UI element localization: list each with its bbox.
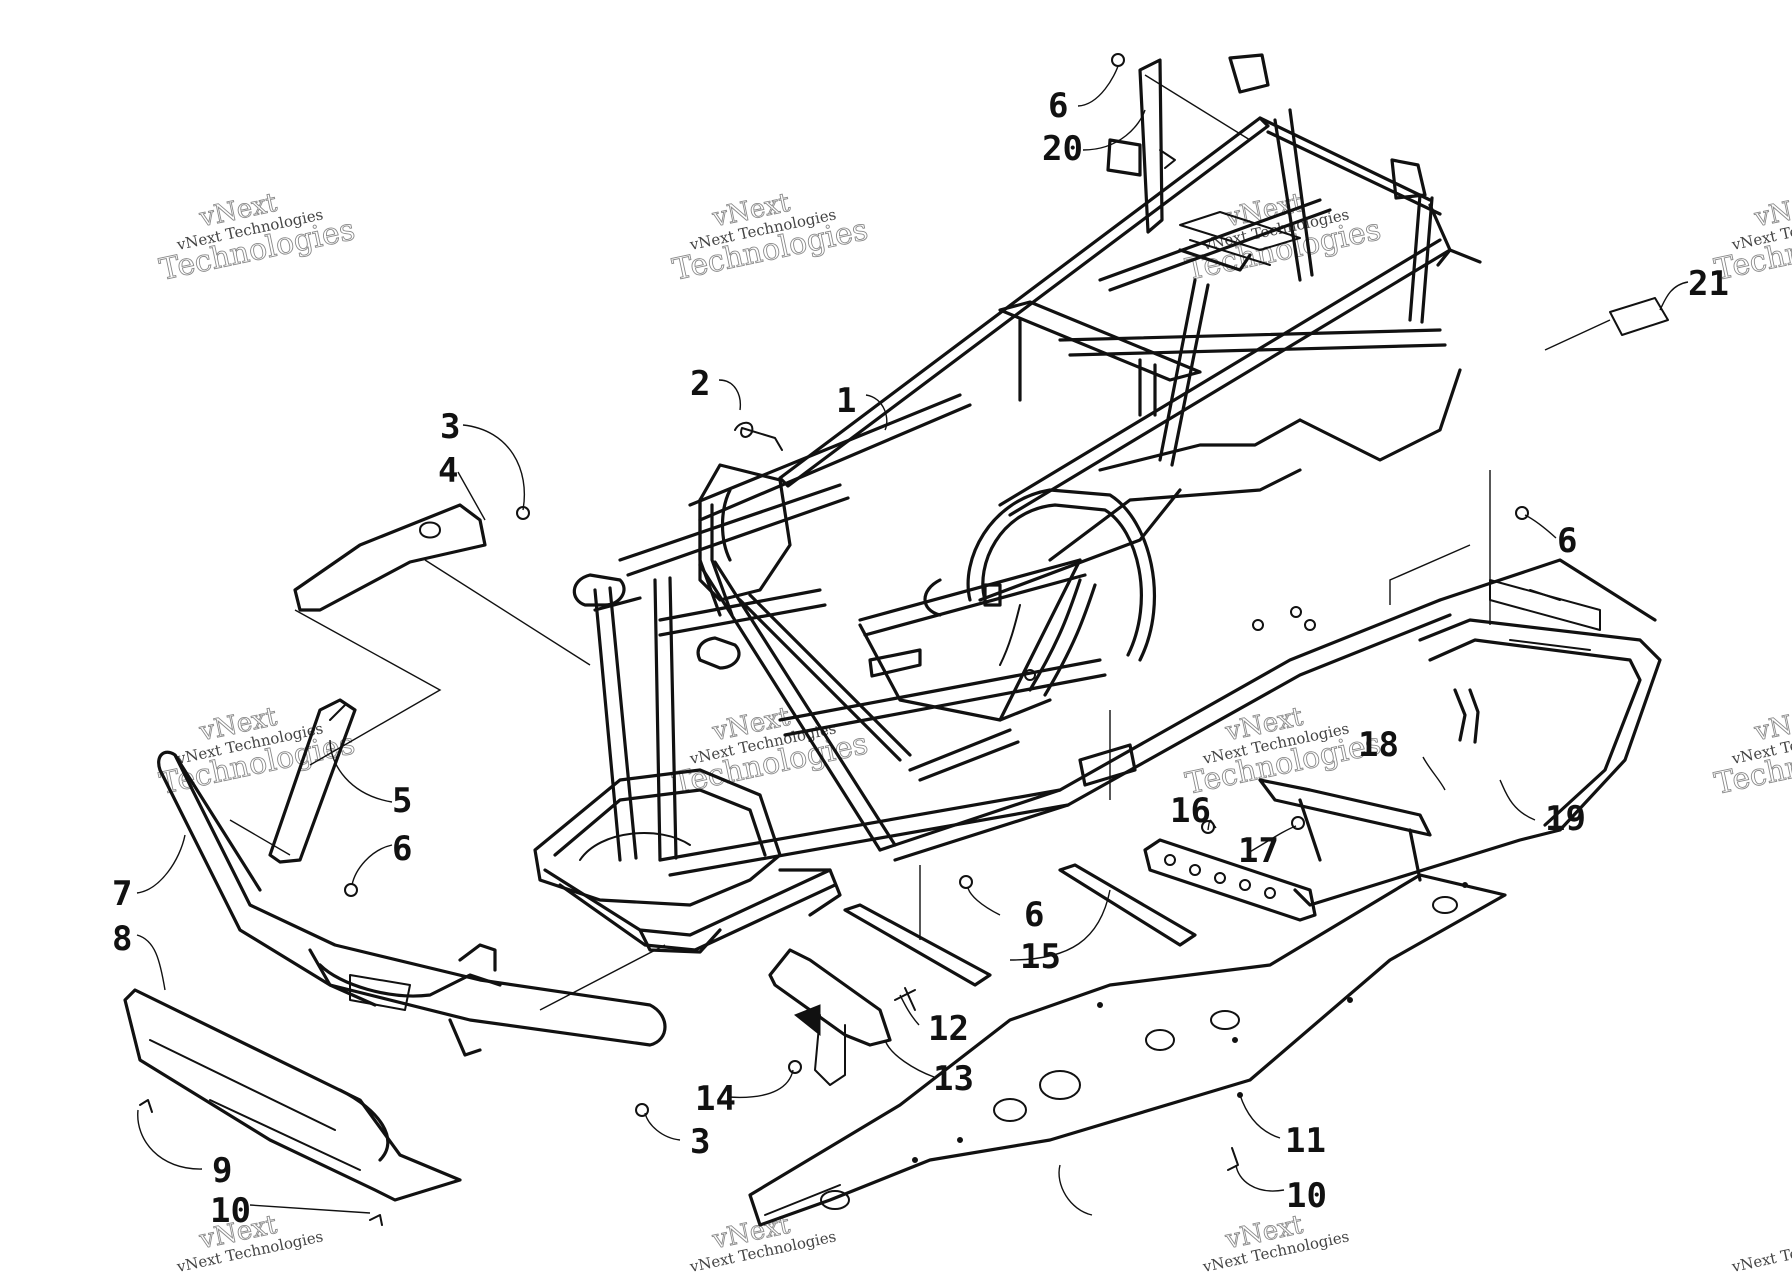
part-2-clip <box>734 421 783 451</box>
watermark: vNext Technologies vNext Technologies <box>1711 701 1792 802</box>
callout-labels: 1 2 3 3 4 5 6 6 6 6 7 8 9 10 10 11 12 13… <box>112 86 1729 1231</box>
part-15-pads <box>843 863 1197 987</box>
leader-lines <box>136 65 1689 1216</box>
callout-18: 18 <box>1358 725 1399 765</box>
callout-19: 19 <box>1545 799 1586 839</box>
callout-14: 14 <box>695 1079 736 1119</box>
watermark-small-text: vNext Technologies <box>1729 1227 1792 1276</box>
part-11-skid-plate <box>748 873 1507 1227</box>
part-8-guard <box>123 988 462 1202</box>
watermark: vNext Technologies vNext <box>687 1209 837 1276</box>
callout-6: 6 <box>1557 521 1577 561</box>
part-13-bracket <box>768 948 892 1086</box>
watermark: vNext Technologies vNext <box>1200 1209 1350 1276</box>
callout-6: 6 <box>1048 86 1068 126</box>
callout-6: 6 <box>392 829 412 869</box>
callout-16: 16 <box>1170 791 1211 831</box>
callout-12: 12 <box>928 1009 969 1049</box>
watermark-big-text: vNext <box>1751 702 1792 748</box>
callout-3: 3 <box>690 1122 710 1162</box>
callout-5: 5 <box>392 781 412 821</box>
watermark: vNext Technologies vNext Technologies <box>156 187 358 288</box>
hardware <box>139 53 1529 1226</box>
callout-9: 9 <box>212 1151 232 1191</box>
callout-21: 21 <box>1688 264 1729 304</box>
callout-10: 10 <box>1286 1176 1327 1216</box>
callout-10: 10 <box>210 1191 251 1231</box>
callout-4: 4 <box>438 451 458 491</box>
callout-17: 17 <box>1238 831 1279 871</box>
part-21-decal <box>1609 297 1669 336</box>
part-7-bumper <box>157 750 667 1057</box>
callout-20: 20 <box>1042 129 1083 169</box>
callout-2: 2 <box>690 364 710 404</box>
part-17-plate <box>1143 838 1317 922</box>
part-5-brace <box>268 698 357 864</box>
callout-7: 7 <box>112 874 132 914</box>
callout-8: 8 <box>112 919 132 959</box>
watermark: vNext Technologies vNext Technologies <box>669 187 871 288</box>
part-20-strap <box>1138 58 1176 234</box>
callout-3: 3 <box>440 407 460 447</box>
watermark: vNext Technologies <box>1729 1227 1792 1276</box>
callout-6: 6 <box>1024 895 1044 935</box>
callout-15: 15 <box>1020 937 1061 977</box>
callout-11: 11 <box>1285 1121 1326 1161</box>
main-frame <box>533 53 1482 954</box>
callout-1: 1 <box>836 381 856 421</box>
watermark-layer: vNext Technologies vNext Technologies vN… <box>156 187 1792 1276</box>
callout-13: 13 <box>933 1059 974 1099</box>
part-4-bracket <box>293 503 487 612</box>
watermark-big-text: vNext <box>1751 188 1792 234</box>
